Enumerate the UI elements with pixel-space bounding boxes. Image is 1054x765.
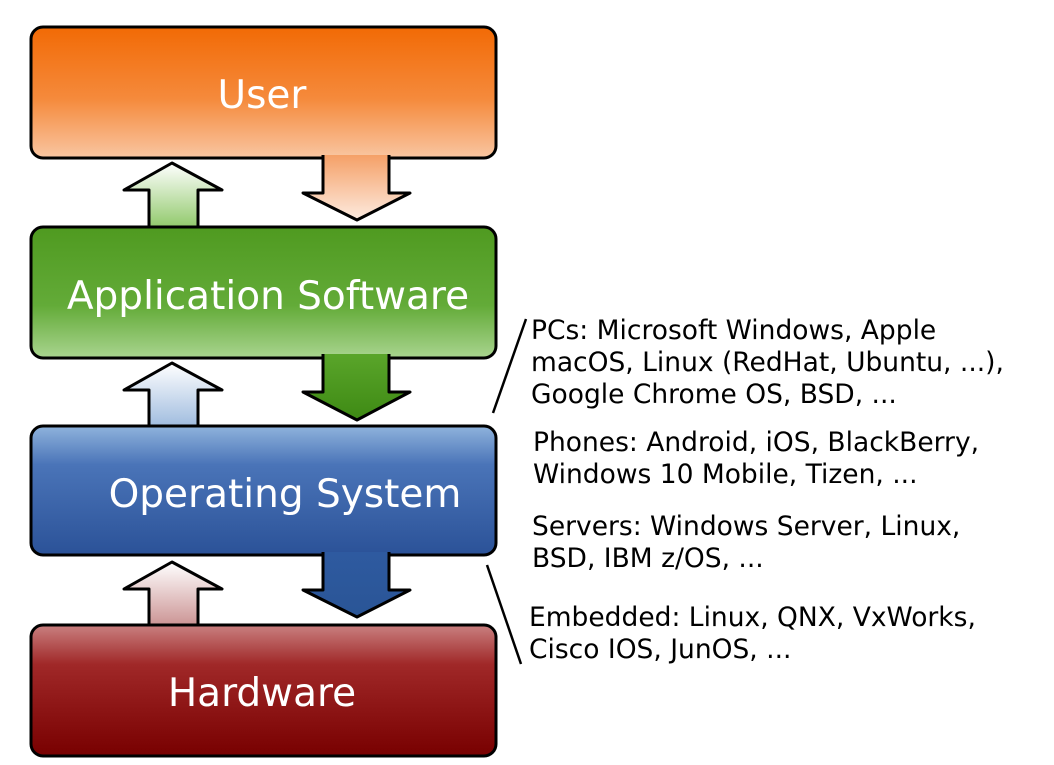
box-hardware bbox=[29, 623, 498, 758]
bracket-line-bottom bbox=[485, 564, 523, 665]
down-arrow-os-to-hardware bbox=[301, 552, 412, 619]
note-embedded: Embedded: Linux, QNX, VxWorks, Cisco IOS… bbox=[529, 602, 976, 666]
note-phones: Phones: Android, iOS, BlackBerry, Window… bbox=[533, 427, 979, 491]
down-arrow-application-to-os bbox=[301, 354, 412, 422]
note-embedded-line-2: Cisco IOS, JunOS, ... bbox=[529, 634, 792, 665]
note-servers-line-2: BSD, IBM z/OS, ... bbox=[532, 543, 764, 574]
note-servers-line-1: Servers: Windows Server, Linux, bbox=[532, 511, 961, 542]
label-hardware: Hardware bbox=[168, 671, 356, 716]
down-arrow-user-to-application bbox=[301, 155, 412, 222]
note-embedded-line-1: Embedded: Linux, QNX, VxWorks, bbox=[529, 602, 976, 633]
note-pcs-line-2: macOS, Linux (RedHat, Ubuntu, ...), bbox=[531, 347, 1004, 378]
note-phones-line-2: Windows 10 Mobile, Tizen, ... bbox=[533, 459, 918, 490]
bracket-line-top bbox=[491, 318, 528, 414]
note-pcs: PCs: Microsoft Windows, Apple macOS, Lin… bbox=[531, 315, 1004, 411]
box-application-software bbox=[29, 225, 498, 360]
label-application-software: Application Software bbox=[67, 274, 469, 319]
note-pcs-line-1: PCs: Microsoft Windows, Apple bbox=[531, 315, 937, 346]
label-operating-system: Operating System bbox=[109, 472, 462, 517]
box-user bbox=[29, 25, 498, 160]
box-operating-system bbox=[29, 424, 498, 557]
note-phones-line-1: Phones: Android, iOS, BlackBerry, bbox=[533, 427, 980, 458]
note-servers: Servers: Windows Server, Linux, BSD, IBM… bbox=[532, 511, 960, 575]
label-user: User bbox=[218, 73, 308, 118]
note-pcs-line-3: Google Chrome OS, BSD, ... bbox=[531, 379, 897, 410]
